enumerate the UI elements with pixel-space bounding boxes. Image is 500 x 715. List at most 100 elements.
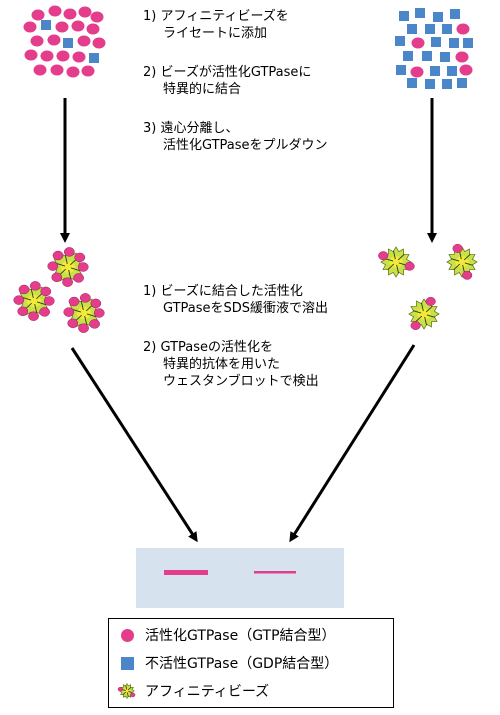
bound-gtpase-dot: [47, 261, 59, 271]
left-bead-group: [13, 247, 105, 333]
bead-texture: [68, 270, 72, 279]
bead-texture: [453, 263, 461, 270]
blue-square-icon: [117, 653, 137, 673]
bead-texture: [425, 306, 433, 313]
bound-gtpase-dot: [63, 307, 75, 317]
inactive-gtpase-square: [440, 52, 450, 62]
legend-beads: アフィニティビーズ: [117, 679, 269, 703]
bound-gtpase-dot: [73, 273, 84, 283]
legend-active-label: 活性化GTPase（GTP結合型）: [145, 628, 336, 644]
inactive-gtpase-square: [425, 24, 435, 34]
active-gtpase-dot: [66, 66, 80, 78]
bead-texture: [128, 691, 133, 693]
bead-texture: [34, 304, 38, 313]
step-bottom-2: 2) GTPaseの活性化を 特異的抗体を用いた ウェスタンブロットで検出: [143, 340, 319, 389]
affinity-bead: [13, 281, 55, 321]
active-gtpase-dot: [411, 37, 425, 49]
bound-gtpase-dot: [93, 308, 105, 318]
inactive-gtpase-square: [41, 20, 51, 30]
step-top-1: 1) アフィニティビーズを ライセートに添加: [143, 9, 289, 41]
inactive-gtpase-square: [447, 66, 457, 76]
affinity-bead: [446, 243, 478, 280]
bead-texture: [424, 316, 427, 326]
inactive-gtpase-square: [407, 78, 417, 88]
active-gtpase-dot: [77, 35, 91, 47]
western-blot-membrane: [136, 548, 344, 608]
active-gtpase-dot: [63, 8, 77, 20]
band-weak: [254, 571, 296, 574]
bound-gtpase-dot: [17, 306, 29, 317]
active-gtpase-dot: [24, 49, 38, 61]
bead-texture: [126, 692, 129, 697]
inactive-gtpase-square: [449, 38, 459, 48]
bound-gtpase-dot: [74, 252, 86, 263]
bound-gtpase-dot: [77, 262, 89, 272]
bead-texture: [426, 314, 435, 318]
bead-texture: [80, 301, 84, 310]
legend-box: 活性化GTPase（GTP結合型） 不活性GTPase（GDP結合型） アフィニ…: [108, 618, 394, 708]
bound-gtpase-dot: [462, 270, 473, 280]
bead-texture: [462, 264, 465, 274]
bound-gtpase-dot: [404, 261, 415, 271]
bound-gtpase-dot: [130, 692, 136, 698]
affinity-bead: [378, 246, 415, 278]
bound-gtpase-dot: [79, 293, 91, 303]
bead-texture: [451, 258, 460, 262]
left-diagonal-arrow: [70, 347, 198, 543]
pink-circle-icon: [117, 625, 137, 645]
inactive-gtpase-square: [63, 38, 73, 48]
active-gtpase-dot: [40, 50, 54, 62]
step-top-2: 2) ビーズが活性化GTPaseに 特異的に結合: [143, 65, 312, 97]
bead-texture: [86, 313, 96, 317]
bound-gtpase-dot: [28, 311, 39, 321]
bead-texture: [125, 685, 128, 690]
inactive-gtpase-square: [415, 8, 425, 18]
bound-gtpase-dot: [40, 286, 52, 297]
bead-texture: [122, 691, 127, 696]
bead-texture: [387, 263, 395, 270]
bead-texture: [413, 310, 422, 314]
affinity-bead: [117, 683, 136, 699]
bound-gtpase-dot: [425, 296, 436, 306]
inactive-gtpase-square: [450, 9, 460, 19]
steps-bottom: 1) ビーズに結合した活性化 GTPaseをSDS緩衝液で溶出 2) GTPas…: [143, 283, 328, 390]
affinity-bead: [47, 247, 89, 287]
active-gtpase-dot: [86, 23, 100, 35]
bead-texture: [56, 263, 66, 267]
inactive-gtpase-square: [433, 12, 443, 22]
inactive-gtpase-square: [422, 51, 432, 61]
inactive-gtpase-square: [442, 79, 452, 89]
active-gtpase-dot: [31, 9, 45, 21]
right-bead-group: [378, 243, 478, 330]
bead-texture: [64, 255, 68, 264]
bead-texture: [464, 262, 473, 266]
active-gtpase-dot: [455, 51, 469, 63]
inactive-gtpase-square: [430, 66, 440, 76]
bound-gtpase-dot: [90, 298, 102, 309]
bound-gtpase-dot: [29, 281, 41, 291]
affinity-bead: [63, 293, 105, 333]
affinity-bead: [408, 296, 440, 330]
bound-gtpase-dot: [410, 321, 421, 330]
active-gtpase-dot: [33, 64, 47, 76]
bound-gtpase-dot: [62, 277, 73, 287]
bead-texture: [84, 316, 88, 325]
bead-texture: [385, 258, 394, 262]
band-strong: [164, 570, 208, 575]
bead-texture: [30, 289, 34, 298]
bound-gtpase-dot: [68, 296, 80, 307]
bead-texture: [397, 254, 405, 261]
bound-gtpase-dot: [378, 251, 389, 261]
bead-texture: [415, 315, 423, 322]
left-lysate-cluster: [23, 5, 106, 78]
legend-beads-label: アフィニティビーズ: [145, 684, 270, 700]
bound-gtpase-dot: [89, 319, 100, 329]
inactive-gtpase-square: [425, 79, 435, 89]
active-gtpase-dot: [456, 23, 470, 35]
bound-gtpase-dot: [67, 318, 79, 329]
inactive-gtpase-square: [89, 53, 99, 63]
bead-texture: [36, 301, 46, 305]
bead-texture: [463, 254, 471, 261]
inactive-gtpase-square: [395, 36, 405, 46]
